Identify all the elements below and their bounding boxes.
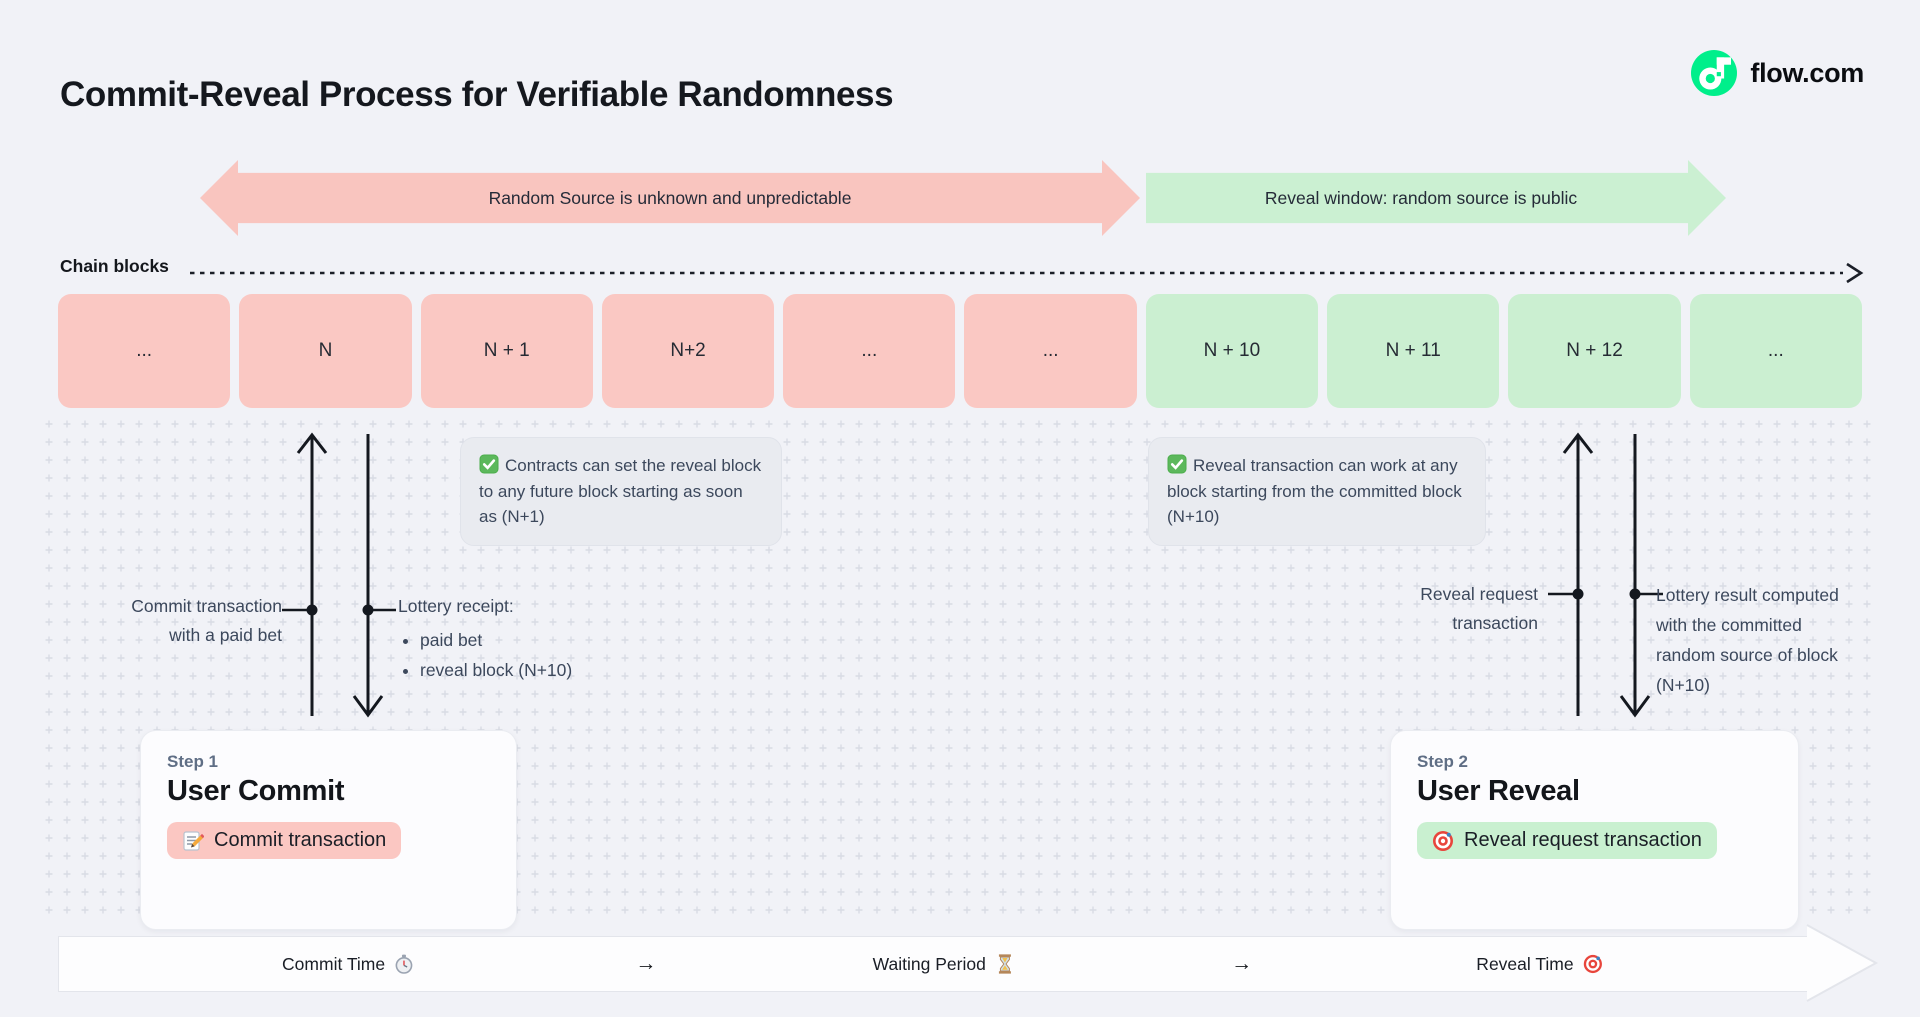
block-label: ... [1042,340,1059,361]
page-title: Commit-Reveal Process for Verifiable Ran… [60,75,894,115]
timeline-waiting-period: Waiting Period [873,937,1015,991]
commit-note-text: Contracts can set the reveal block to an… [479,456,762,526]
brand-name: flow.com [1750,57,1864,88]
chain-block: N + 1 [420,294,593,408]
timeline-commit-time: Commit Time [282,937,414,991]
arrow-up-icon [1562,432,1594,454]
commit-note-box: Contracts can set the reveal block to an… [460,437,782,546]
step1-eyebrow: Step 1 [167,752,219,771]
chain-block: N + 10 [1145,294,1319,408]
arrow-down-icon [1619,695,1651,718]
timeline-reveal-time: Reveal Time [1476,937,1602,991]
chain-timeline-dotted-arrow [190,262,1864,284]
chain-block: ... [783,294,956,408]
hourglass-icon [998,954,1011,974]
lottery-receipt-list: paid bet reveal block (N+10) [398,625,572,685]
block-label: N + 12 [1566,340,1623,361]
chain-block: N + 11 [1327,294,1500,408]
step2-title: User Reveal [1417,775,1580,807]
reveal-phase-label: Reveal window: random source is public [1264,187,1578,208]
block-label: N + 10 [1203,340,1261,361]
block-label: N + 11 [1385,340,1441,361]
commit-pill-label: Commit transaction [214,829,387,851]
stopwatch-icon [395,954,413,974]
reveal-phase-banner: Reveal window: random source is public [1146,160,1726,236]
memo-icon [183,830,204,851]
flow-logo-icon [1691,50,1738,96]
block-label: N + 1 [483,340,530,361]
check-icon [479,454,499,474]
chain-block: ... [58,294,231,408]
flow-brand[interactable]: flow.com [1691,50,1864,96]
lottery-receipt-title: Lottery receipt: [398,596,514,616]
reveal-note-text: Reveal transaction can work at any block… [1167,456,1462,526]
reveal-note-box: Reveal transaction can work at any block… [1148,437,1486,546]
lottery-result-label: Lottery result computed with the committ… [1656,585,1839,695]
commit-arrows [282,432,396,718]
block-label: ... [1767,340,1784,361]
timeline-arrow: → [1231,952,1253,975]
target-icon [1583,954,1602,974]
block-label: ... [136,340,153,361]
lottery-receipt: Lottery receipt: paid bet reveal block (… [398,592,572,685]
chain-blocks-row: ... N N + 1 N+2 ... ... N + 10 N + 11 N … [58,294,1862,408]
reveal-pill-label: Reveal request transaction [1464,829,1702,851]
receipt-item-label: reveal block (N+10) [420,660,573,680]
block-label: N [318,340,333,361]
chain-block: N+2 [601,294,775,408]
commit-time-label: Commit Time [282,953,386,974]
step1-title: User Commit [167,775,345,807]
timeline-end-chevron-icon [1806,924,1879,1002]
commit-transaction-label: Commit transaction with a paid bet [131,596,282,645]
waiting-period-label: Waiting Period [872,953,986,974]
timeline-arrow: → [635,952,657,975]
chain-block: ... [964,294,1137,408]
reveal-time-label: Reveal Time [1476,953,1574,974]
lottery-receipt-item: paid bet [420,625,572,655]
commit-transaction-pill[interactable]: Commit transaction [167,822,402,859]
arrow-down-icon [352,695,384,718]
chain-block: N [239,294,412,408]
step1-user-commit-card: Step 1 User Commit Commit transaction [140,730,517,930]
step2-user-reveal-card: Step 2 User Reveal Reveal request transa… [1390,730,1799,930]
step2-eyebrow: Step 2 [1417,752,1469,771]
chain-block: ... [1689,294,1862,408]
target-icon [1433,830,1453,851]
reveal-request-pill[interactable]: Reveal request transaction [1417,822,1717,859]
lottery-receipt-item: reveal block (N+10) [420,655,572,685]
block-label: N+2 [670,340,706,361]
reveal-arrows [1548,432,1663,718]
reveal-request-label: Reveal request transaction [1420,584,1538,633]
check-icon [1167,454,1187,474]
chain-block: N + 12 [1508,294,1681,408]
chain-blocks-label: Chain blocks [60,256,169,276]
commit-phase-label: Random Source is unknown and unpredictab… [488,187,852,208]
block-label: ... [861,340,878,361]
commit-phase-banner: Random Source is unknown and unpredictab… [200,160,1140,236]
arrow-up-icon [296,432,328,454]
time-axis-bar: Commit Time → Waiting Period → Reveal Ti… [58,936,1811,992]
receipt-item-label: paid bet [420,630,483,650]
